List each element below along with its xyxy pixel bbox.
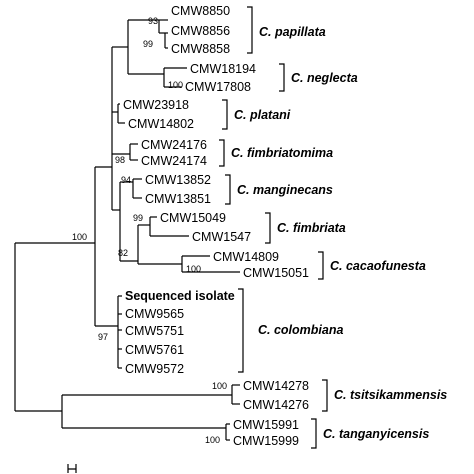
taxon-label: CMW9565 [125, 307, 184, 321]
bootstrap-value: 94 [121, 175, 131, 185]
taxon-label: CMW8850 [171, 4, 230, 18]
taxon-label: CMW24174 [141, 154, 207, 168]
taxon-label: CMW8858 [171, 42, 230, 56]
bootstrap-value: 99 [143, 39, 153, 49]
bracket-colombiana [238, 288, 244, 373]
bracket-papillata [247, 6, 253, 54]
taxon-labels: CMW8850 CMW8856 CMW8858 CMW18194 CMW1780… [123, 4, 309, 448]
species-brackets [219, 6, 328, 449]
bootstrap-value: 98 [115, 155, 125, 165]
species-label-platani: C. platani [234, 108, 291, 122]
bracket-tsitsikammensis [322, 379, 328, 412]
species-label-manginecans: C. manginecans [237, 183, 333, 197]
bootstrap-value: 97 [98, 332, 108, 342]
bracket-fimbriata [265, 212, 271, 244]
taxon-label: CMW23918 [123, 98, 189, 112]
taxon-label: CMW18194 [190, 62, 256, 76]
species-label-neglecta: C. neglecta [291, 71, 358, 85]
taxon-label: CMW15991 [233, 418, 299, 432]
bootstrap-value: 99 [133, 213, 143, 223]
taxon-label: CMW9572 [125, 362, 184, 376]
bracket-fimbriatomima [219, 139, 225, 167]
species-label-colombiana: C. colombiana [258, 323, 343, 337]
taxon-label: CMW15999 [233, 434, 299, 448]
scale-bar [67, 464, 77, 473]
tree-branches [14, 19, 240, 473]
taxon-label: CMW15049 [160, 211, 226, 225]
taxon-label: CMW8856 [171, 24, 230, 38]
taxon-label: CMW14276 [243, 398, 309, 412]
bracket-neglecta [279, 63, 285, 92]
taxon-label: CMW5751 [125, 324, 184, 338]
species-labels: C. papillata C. neglecta C. platani C. f… [231, 25, 447, 441]
taxon-label: CMW17808 [185, 80, 251, 94]
bracket-tanganyicensis [311, 418, 317, 449]
bootstrap-value: 100 [186, 264, 201, 274]
species-label-tsitsikammensis: C. tsitsikammensis [334, 388, 447, 402]
species-label-cacaofunesta: C. cacaofunesta [330, 259, 426, 273]
bootstrap-values: 93 99 100 98 94 99 82 100 100 97 100 100 [72, 16, 227, 445]
taxon-label: CMW5761 [125, 343, 184, 357]
taxon-label: CMW15051 [243, 266, 309, 280]
species-label-papillata: C. papillata [259, 25, 326, 39]
taxon-label: CMW13852 [145, 173, 211, 187]
taxon-label: CMW14278 [243, 379, 309, 393]
bootstrap-value: 93 [148, 16, 158, 26]
species-label-fimbriata: C. fimbriata [277, 221, 346, 235]
species-label-fimbriatomima: C. fimbriatomima [231, 146, 333, 160]
species-label-tanganyicensis: C. tanganyicensis [323, 427, 429, 441]
bracket-cacaofunesta [318, 251, 324, 280]
taxon-label: CMW14802 [128, 117, 194, 131]
taxon-label: CMW14809 [213, 250, 279, 264]
bootstrap-value: 100 [212, 381, 227, 391]
taxon-label: CMW24176 [141, 138, 207, 152]
bootstrap-value: 100 [205, 435, 220, 445]
bracket-platani [222, 99, 228, 130]
bootstrap-value: 82 [118, 248, 128, 258]
bootstrap-value: 100 [168, 80, 183, 90]
bracket-manginecans [225, 174, 231, 205]
taxon-label: CMW1547 [192, 230, 251, 244]
bootstrap-value: 100 [72, 232, 87, 242]
taxon-label: CMW13851 [145, 192, 211, 206]
taxon-label: Sequenced isolate [125, 289, 235, 303]
